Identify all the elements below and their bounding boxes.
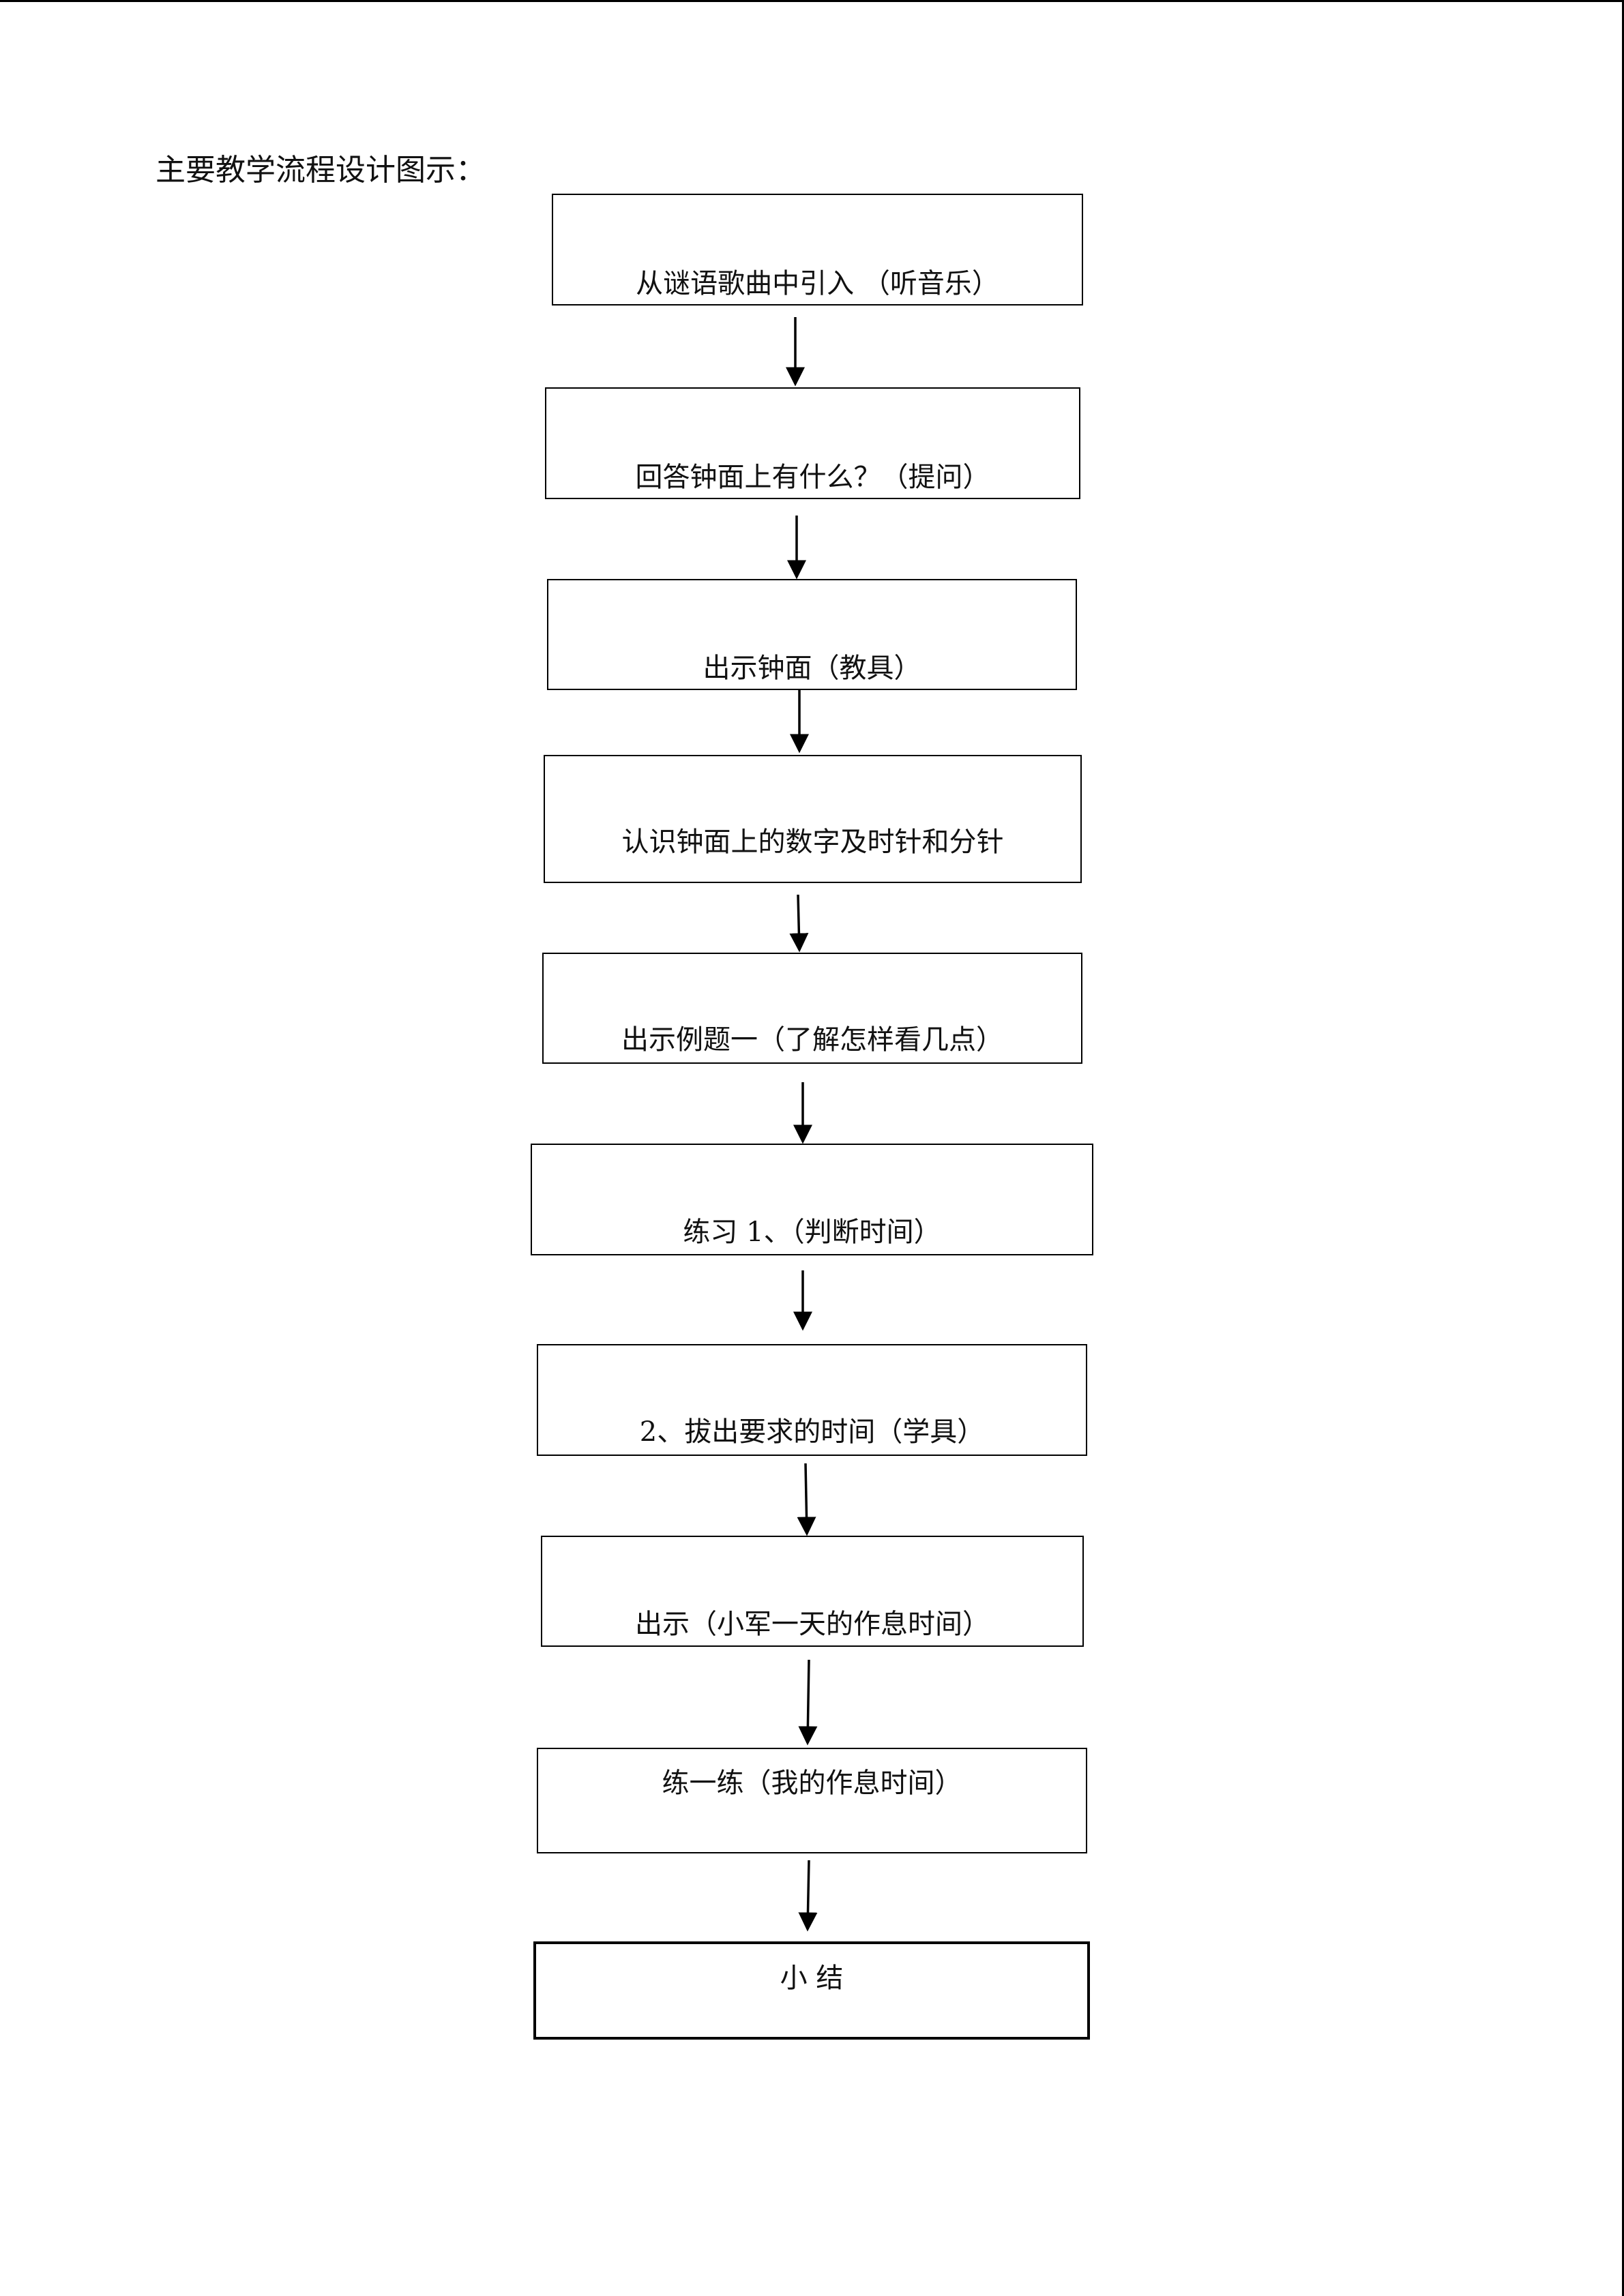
flow-arrow-7 (797, 1463, 816, 1536)
flow-step-label: 练习 1、（判断时间） (683, 1217, 941, 1248)
flow-step-label: 出示钟面（教具） (703, 653, 921, 684)
page-frame-top-border (0, 0, 1624, 2)
flow-step-label: 练一练（我的作息时间） (662, 1768, 962, 1799)
flow-step-label: 2、拔出要求的时间（学具） (639, 1416, 985, 1448)
flow-step-label: 出示例题一（了解怎样看几点） (621, 1024, 1003, 1056)
flow-arrow-4 (789, 894, 809, 953)
flow-step-label: 回答钟面上有什么？（提问） (635, 462, 990, 493)
flow-arrow-8 (798, 1659, 818, 1746)
flow-step-question: 回答钟面上有什么？（提问） (545, 387, 1080, 499)
flow-step-example-one: 出示例题一（了解怎样看几点） (542, 953, 1082, 1064)
flow-step-intro: 从谜语歌曲中引入 （听音乐） (552, 194, 1083, 305)
page-frame-right-border (1622, 0, 1624, 2296)
flow-step-label: 小 结 (780, 1963, 844, 1994)
flow-step-label: 认识钟面上的数字及时针和分针 (621, 826, 1004, 858)
flow-step-label: 从谜语歌曲中引入 （听音乐） (636, 268, 999, 299)
flow-step-exercise-one: 练习 1、（判断时间） (531, 1144, 1093, 1255)
flow-arrow-9 (798, 1860, 818, 1932)
flow-step-show-clock-face: 出示钟面（教具） (547, 579, 1077, 690)
flow-step-practice: 练一练（我的作息时间） (537, 1748, 1087, 1853)
page-title: 主要教学流程设计图示： (156, 153, 486, 188)
flow-step-summary: 小 结 (533, 1941, 1090, 2040)
flow-step-identify-numbers-and-hands: 认识钟面上的数字及时针和分针 (544, 755, 1082, 883)
flow-step-label: 出示（小军一天的作息时间） (635, 1609, 990, 1640)
flow-step-set-required-time: 2、拔出要求的时间（学具） (537, 1344, 1087, 1456)
flow-step-daily-schedule: 出示（小军一天的作息时间） (541, 1536, 1084, 1647)
